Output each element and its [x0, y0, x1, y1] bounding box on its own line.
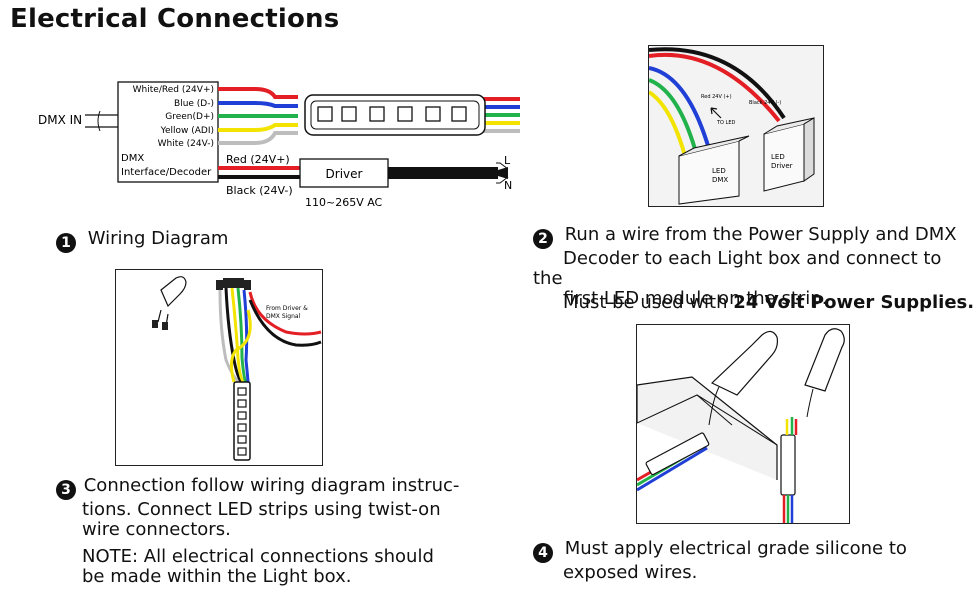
step-3-line-1: Connection follow wiring diagram instruc…: [83, 475, 460, 496]
box2-label-1: LED: [771, 153, 785, 161]
step-3-caption: 3 Connection follow wiring diagram instr…: [56, 476, 506, 540]
step-4-caption: 4 Must apply electrical grade silicone t…: [533, 539, 973, 583]
wire-connection-photo: From Driver & DMX Signal: [115, 269, 323, 466]
step-3-line-2: tions. Connect LED strips using twist-on: [82, 499, 441, 520]
black-label: Black (24V-): [226, 184, 293, 197]
wire-label-white: White (24V-): [158, 139, 214, 149]
step-1-text: Wiring Diagram: [87, 228, 229, 249]
step-3-note: NOTE: All electrical connections should …: [82, 547, 434, 587]
wire-label-white-red: White/Red (24V+): [133, 85, 214, 95]
step-3-line-3: wire connectors.: [82, 519, 231, 540]
silicone-photo: [636, 324, 850, 524]
dmx-in-label: DMX IN: [38, 113, 82, 127]
step-4-number: 4: [533, 543, 553, 563]
page-title: Electrical Connections: [10, 4, 340, 34]
decoder-label-2: Interface/Decoder: [121, 167, 212, 178]
step-2-note: Must be used with 24 Volt Power Supplies…: [563, 293, 974, 313]
decoder-label-1: DMX: [121, 153, 144, 164]
wire-label-yellow: Yellow (ADI): [160, 126, 214, 136]
wiring-diagram: DMX IN White/Red (24V+) Blue (D-) Green(…: [38, 81, 520, 209]
dmx-decoder-box: [117, 81, 219, 183]
driver-label: Driver: [326, 167, 363, 181]
light-box-photo: Red 24V (+) Black 24V (-) TO LED LED DMX…: [648, 45, 824, 207]
step-1-caption: 1 Wiring Diagram: [56, 229, 228, 253]
black-wire-label: Black 24V (-): [749, 100, 781, 106]
step-2-caption: 2 Run a wire from the Power Supply and D…: [533, 225, 973, 309]
to-led-label: TO LED: [716, 120, 736, 126]
step-2-note-bold: 24 Volt Power Supplies.: [733, 292, 975, 313]
driver-box: [299, 158, 389, 188]
step-2-line-2: Decoder to each Light box and connect to…: [533, 248, 942, 289]
box1-label-1: LED: [712, 167, 726, 175]
n-label: N: [504, 179, 512, 192]
step-3-note-2: be made within the Light box.: [82, 566, 352, 587]
photo2-label-2: DMX Signal: [266, 313, 301, 320]
wire-label-blue: Blue (D-): [174, 99, 214, 109]
step-2-line-1: Run a wire from the Power Supply and DMX: [564, 224, 957, 245]
step-2-number: 2: [533, 229, 553, 249]
red-label: Red (24V+): [226, 153, 290, 166]
step-2-line-3: first LED module on the strip.: [563, 288, 828, 309]
step-3-note-1: NOTE: All electrical connections should: [82, 546, 434, 567]
red-wire-label: Red 24V (+): [701, 94, 732, 100]
photo2-label-1: From Driver &: [266, 305, 308, 312]
step-3-number: 3: [56, 480, 76, 500]
step-4-line-2: exposed wires.: [563, 562, 698, 583]
step-4-line-1: Must apply electrical grade silicone to: [564, 538, 907, 559]
box2-label-2: Driver: [771, 162, 793, 170]
box1-label-2: DMX: [712, 176, 728, 184]
led-strip: [304, 94, 486, 136]
wire-label-green: Green(D+): [165, 112, 214, 122]
l-label: L: [504, 154, 511, 167]
step-2-note-prefix: Must be used with: [563, 292, 734, 313]
ac-label: 110~265V AC: [305, 196, 383, 209]
step-1-number: 1: [56, 233, 76, 253]
